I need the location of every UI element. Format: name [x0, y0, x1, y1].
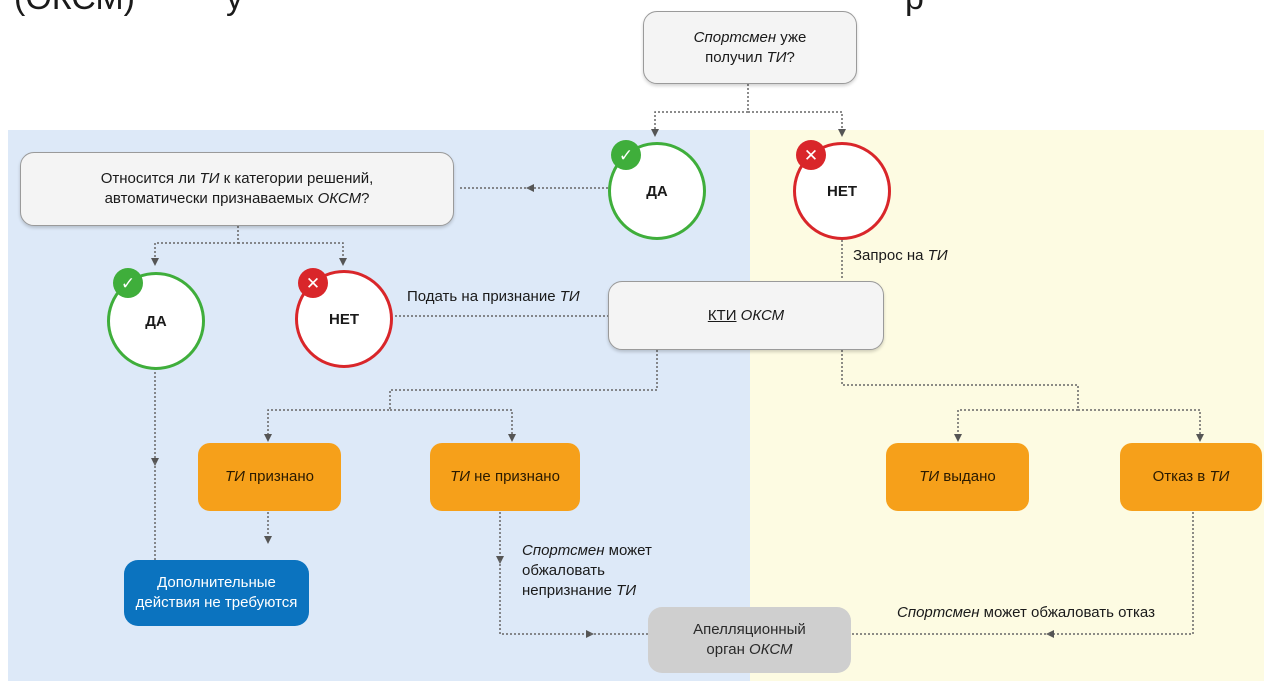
- check-icon: ✓: [113, 268, 143, 298]
- appeal-body-organ: орган: [706, 641, 750, 658]
- appeal-note-right-text: может обжаловать отказ: [979, 604, 1155, 621]
- no-circle-top-label: НЕТ: [827, 182, 857, 200]
- question-already-received: Спортсмен уже получил ТИ?: [643, 11, 857, 84]
- appeal-note-left-nonrecognition: непризнание: [522, 582, 617, 599]
- yes-circle-left-label: ДА: [145, 312, 167, 330]
- submit-recognition-ti: ТИ: [559, 288, 580, 305]
- question-top-already: уже: [776, 28, 807, 46]
- refusal-text: Отказ в: [1152, 468, 1210, 485]
- cropped-heading-part-2: у: [226, 0, 243, 18]
- appeal-body-line1: Апелляционный: [693, 621, 806, 638]
- category-l2-a: автоматически признаваемых: [104, 190, 318, 207]
- refusal-ti: ТИ: [1209, 468, 1230, 485]
- ti-issued-box: ТИ выдано: [886, 443, 1029, 511]
- ktti-committee: КТИ ОКСМ: [608, 281, 884, 350]
- cropped-heading-part-3: р: [905, 0, 924, 18]
- appeal-body-box: Апелляционный орган ОКСМ: [648, 607, 851, 673]
- ti-issued-text: выдано: [939, 468, 996, 485]
- cross-icon: ✕: [298, 268, 328, 298]
- question-top-received: получил: [705, 48, 767, 66]
- appeal-body-oksm: ОКСМ: [749, 641, 793, 658]
- ti-not-recognized-text: не признано: [469, 468, 560, 485]
- appeal-note-left-ti: ТИ: [616, 582, 637, 599]
- no-circle-left-label: НЕТ: [329, 310, 359, 328]
- appeal-note-left-may: может: [604, 542, 652, 559]
- cross-icon: ✕: [796, 140, 826, 170]
- ti-not-recognized-ti: ТИ: [450, 468, 470, 485]
- category-l1-a: Относится ли: [100, 170, 200, 187]
- ktti-abbrev: КТИ: [707, 306, 737, 324]
- no-action-line1: Дополнительные: [157, 574, 276, 591]
- request-ti: ТИ: [927, 247, 948, 264]
- no-action-line2: действия не требуются: [135, 594, 298, 611]
- ti-issued-ti: ТИ: [919, 468, 940, 485]
- appeal-note-left-athlete: Спортсмен: [522, 542, 605, 559]
- ti-not-recognized-box: ТИ не признано: [430, 443, 580, 511]
- category-l2-oksm: ОКСМ: [317, 190, 362, 207]
- question-category: Относится ли ТИ к категории решений, авт…: [20, 152, 454, 226]
- submit-recognition-label: Подать на признание ТИ: [407, 287, 580, 307]
- question-top-ti: ТИ: [766, 48, 787, 66]
- appeal-note-left-appeal: обжаловать: [522, 562, 605, 579]
- category-l1-ti: ТИ: [199, 170, 220, 187]
- category-l1-c: к категории решений,: [219, 170, 374, 187]
- request-label: Запрос на ТИ: [853, 246, 948, 266]
- question-top-athlete: Спортсмен: [693, 28, 777, 46]
- submit-recognition-text: Подать на признание: [407, 288, 560, 305]
- cropped-heading: (ОКСМ) у р: [0, 0, 1264, 40]
- check-icon: ✓: [611, 140, 641, 170]
- ti-recognized-text: признано: [244, 468, 315, 485]
- ktti-oksm: ОКСМ: [740, 306, 785, 324]
- ti-recognized-ti: ТИ: [224, 468, 245, 485]
- appeal-note-left: Спортсмен может обжаловать непризнание Т…: [522, 541, 702, 601]
- appeal-note-right: Спортсмен может обжаловать отказ: [897, 603, 1155, 623]
- yes-circle-top-label: ДА: [646, 182, 668, 200]
- cropped-heading-part-1: (ОКСМ): [14, 0, 135, 18]
- ti-recognized-box: ТИ признано: [198, 443, 341, 511]
- question-top-mark: ?: [786, 48, 795, 66]
- request-text: Запрос на: [853, 247, 928, 264]
- appeal-note-right-athlete: Спортсмен: [897, 604, 980, 621]
- category-l2-mark: ?: [361, 190, 370, 207]
- refusal-box: Отказ в ТИ: [1120, 443, 1262, 511]
- no-action-required-box: Дополнительные действия не требуются: [124, 560, 309, 626]
